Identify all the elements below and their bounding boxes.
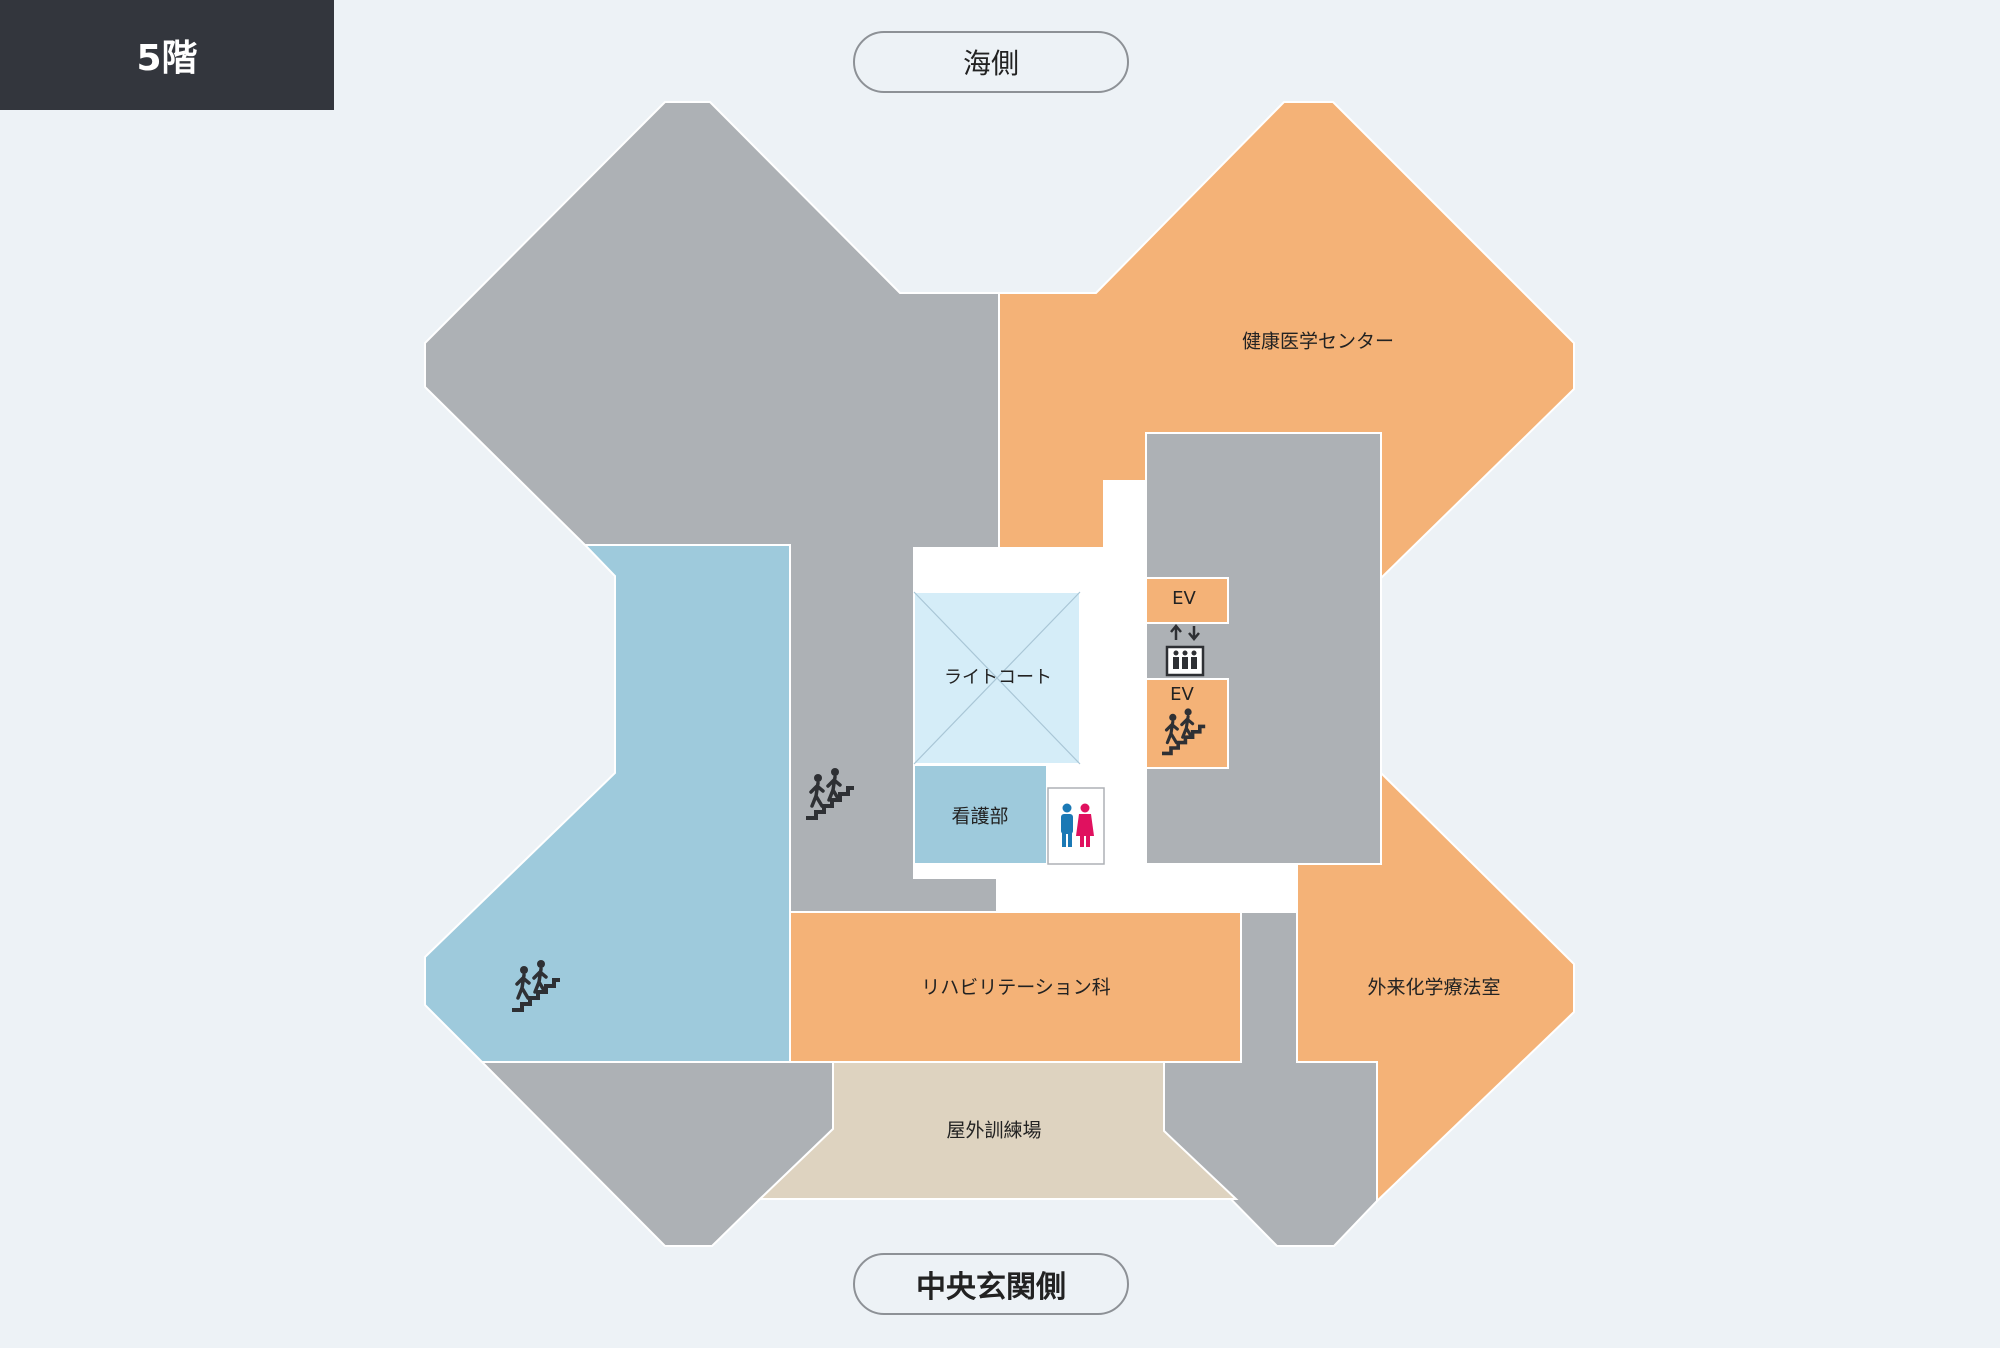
label-light-court: ライトコート (944, 667, 1052, 688)
light-court (913, 591, 1081, 765)
room-rehabilitation (789, 911, 1242, 1063)
floor-label: 5階 (0, 0, 334, 110)
direction-sea-side: 海側 (853, 31, 1129, 93)
direction-main-entrance-side: 中央玄関側 (853, 1253, 1129, 1315)
elevator-icon (1165, 624, 1205, 677)
gray-area-southwest (479, 1061, 834, 1247)
restroom-icon (1061, 803, 1094, 847)
label-outdoor-training: 屋外訓練場 (946, 1120, 1041, 1142)
blue-area-west (424, 544, 791, 1063)
label-ev-lower: EV (1170, 684, 1194, 705)
label-ev-upper: EV (1172, 588, 1196, 609)
label-rehabilitation: リハビリテーション科 (921, 977, 1111, 999)
room-chemotherapy (1296, 770, 1575, 1204)
room-health-center (998, 101, 1575, 581)
room-elevator-upper (1145, 577, 1229, 624)
room-outdoor-training (757, 1061, 1239, 1200)
label-nursing: 看護部 (951, 806, 1008, 828)
restroom (1047, 787, 1105, 865)
room-nursing (913, 764, 1048, 865)
label-health-center: 健康医学センター (1242, 331, 1394, 353)
label-chemotherapy: 外来化学療法室 (1367, 977, 1500, 999)
